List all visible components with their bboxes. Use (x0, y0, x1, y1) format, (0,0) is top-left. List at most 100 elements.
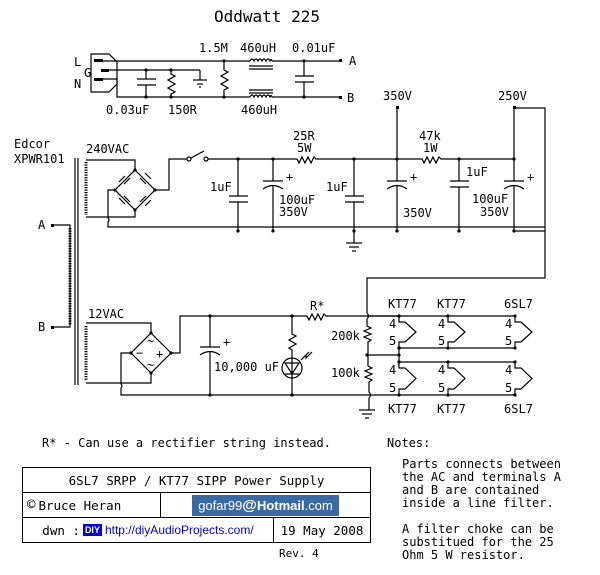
inlet-pin-n: N (74, 77, 81, 91)
res-star-label: R* (310, 299, 324, 313)
junction-dot (446, 346, 450, 350)
pin-label: 5 (505, 381, 512, 395)
hv-res1-power: 5W (297, 141, 312, 155)
hv-res1-value: 25R (293, 129, 315, 143)
pin-label: 4 (505, 363, 512, 377)
hv-cap6-value: 100uF (472, 192, 508, 206)
tube-heater-icon (447, 362, 466, 395)
bleed-resistor-label: 1.5M (199, 41, 228, 55)
email-cell: gofar99@Hotmail.com (160, 492, 371, 518)
footnote: R* - Can use a rectifier string instead. (42, 436, 331, 450)
tube-heater-icon (447, 316, 466, 348)
diy-logo-icon: DIY (82, 524, 102, 536)
bridge-plus: + (156, 347, 163, 361)
pin-label: 5 (438, 381, 445, 395)
transformer-brand: Edcor (14, 137, 50, 151)
tube-label: KT77 (388, 402, 417, 416)
hv-cap4-voltage: 350V (403, 206, 432, 220)
copyright-icon: © (27, 497, 36, 513)
website-link[interactable]: http://diyAudioProjects.com/ (104, 523, 254, 537)
tube-heater-icon (398, 362, 417, 395)
pin-label: 4 (505, 317, 512, 331)
hv-cap3-label: 1uF (326, 180, 348, 194)
junction-dot (513, 393, 517, 397)
hv-res2-power: 1W (423, 141, 438, 155)
hv-cap6-plus: + (527, 170, 534, 184)
bridge-minus: − (136, 346, 143, 360)
divider-bottom-label: 100k (331, 366, 361, 380)
tube-label: 6SL7 (504, 297, 533, 311)
res-ground-label: 150R (168, 103, 198, 117)
junction-dot (397, 360, 401, 364)
pin-label: 4 (389, 317, 396, 331)
terminal-b: B (347, 91, 354, 105)
transformer: Edcor XPWR101 A B 240VAC 12VAC (14, 137, 152, 385)
tube-heater-icon (514, 316, 533, 348)
note-line-filter: Parts connects between the AC and termin… (402, 457, 561, 510)
project-title: 6SL7 SRPP / KT77 SIPP Power Supply (22, 467, 371, 493)
notes-body: Parts connects between the AC and termin… (402, 458, 561, 562)
hv-bridge-rectifier-icon (114, 169, 156, 211)
junction-dot (446, 360, 450, 364)
cap-inlet-label: 0.03uF (106, 103, 149, 117)
cap-out-label: 0.01uF (292, 41, 335, 55)
heater-cap-plus: + (223, 335, 230, 349)
inlet-pin-l: L (74, 55, 81, 69)
author-cell: © Bruce Heran (22, 492, 161, 518)
choke-bottom-label: 460uH (241, 103, 277, 117)
primary-terminal-b: B (38, 320, 45, 334)
pin-label: 4 (438, 363, 445, 377)
drawn-by-cell: dwn : DIY http://diyAudioProjects.com/ (22, 517, 274, 543)
inlet-pin-g: G (84, 66, 91, 80)
hv-cap5-label: 1uF (466, 165, 488, 179)
hv-supply: 1uF + 100uF 350V 25R 5W 1uF 350V + 350V (107, 89, 546, 313)
svg-text:~: ~ (147, 358, 154, 372)
choke-top-label: 460uH (240, 41, 276, 55)
heater-supply: ~ ~ − + + 10,000 uF R* 200k 100k (120, 299, 515, 419)
secondary-lv-label: 12VAC (88, 307, 124, 321)
terminal-a: A (349, 54, 357, 68)
primary-terminal-a: A (38, 218, 46, 232)
svg-text:~: ~ (147, 334, 154, 348)
pin-label: 5 (438, 334, 445, 348)
secondary-hv-label: 240VAC (86, 142, 129, 156)
pin-label: 5 (505, 334, 512, 348)
notes-heading: Notes: (387, 436, 431, 450)
divider-top-label: 200k (331, 329, 361, 343)
junction-dot (397, 346, 401, 350)
tube-label: KT77 (388, 297, 417, 311)
hv-cap2-voltage: 350V (279, 205, 308, 219)
date-cell: 19 May 2008 (273, 517, 371, 543)
junction-dot (446, 393, 450, 397)
line-filter: L G N (74, 41, 357, 117)
revision: Rev. 4 (279, 547, 319, 560)
pin-label: 5 (389, 334, 396, 348)
tube-heater-icon (514, 362, 533, 395)
junction-dot (513, 346, 517, 350)
note-filter-choke: A filter choke can be substitued for the… (402, 522, 554, 562)
heater-cap-label: 10,000 uF (214, 360, 279, 374)
power-switch-icon (190, 150, 205, 159)
tube-label: 6SL7 (504, 402, 533, 416)
hv-cap2-plus: + (286, 170, 293, 184)
author-name: Bruce Heran (38, 497, 122, 513)
schematic-title: Oddwatt 225 (214, 7, 320, 26)
junction-dot (397, 393, 401, 397)
hv-cap1-label: 1uF (210, 180, 232, 194)
tube-heater-icon (398, 316, 417, 348)
tube-label: KT77 (437, 402, 466, 416)
pin-label: 4 (389, 363, 396, 377)
email-badge[interactable]: gofar99@Hotmail.com (192, 494, 339, 516)
hv-res2-value: 47k (419, 129, 441, 143)
pin-label: 5 (389, 381, 396, 395)
hv-cap6-voltage: 350V (480, 205, 509, 219)
hv-cap2-value: 100uF (279, 193, 315, 207)
junction-dot (513, 360, 517, 364)
drawn-label: dwn : (42, 522, 80, 538)
tube-label: KT77 (437, 297, 466, 311)
hv-tap2-label: 250V (498, 89, 527, 103)
transformer-model: XPWR101 (14, 152, 65, 166)
title-block: 6SL7 SRPP / KT77 SIPP Power Supply © Bru… (22, 467, 371, 543)
